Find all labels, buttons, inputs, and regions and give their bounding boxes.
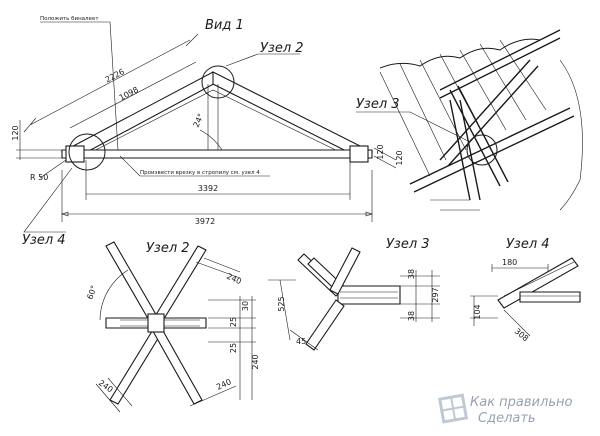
node2-dim-right-ext xyxy=(208,299,256,343)
watermark-logo xyxy=(438,393,469,424)
node2-dim-4: 25 xyxy=(229,317,238,327)
note-mid-leader xyxy=(119,155,270,177)
node4-dim-left xyxy=(470,295,498,326)
node4-detail: Узел 4 180 104 308 xyxy=(470,237,581,344)
rafter-inner-line xyxy=(79,89,357,161)
node2-callout: Узел 2 xyxy=(260,41,304,56)
node3-beam-h xyxy=(337,285,401,305)
node4-rafter-inner xyxy=(503,261,575,297)
node2-angle-arc xyxy=(99,269,129,321)
dim-span: 3392 xyxy=(198,184,218,193)
right-support xyxy=(349,145,369,163)
persp-brace xyxy=(439,59,539,167)
node2-title: Узел 2 xyxy=(146,241,190,256)
node4-rafter xyxy=(497,257,579,309)
persp-base xyxy=(430,199,480,211)
radius-leader xyxy=(39,159,67,179)
perspective-view: Узел 3 xyxy=(356,29,583,211)
node2-dim-6: 240 xyxy=(251,354,260,369)
note-top: Положить биналеет xyxy=(40,16,99,22)
bottom-chord xyxy=(61,149,373,159)
dim-right-b: 120 xyxy=(395,150,404,165)
note-top-leader xyxy=(40,21,119,151)
node3-dim-right-ext xyxy=(400,275,440,319)
node4-dim-top xyxy=(491,264,549,272)
dim-rafter: 2226 xyxy=(104,67,126,85)
node2-dim-5: 25 xyxy=(229,343,238,353)
node2-dim-top xyxy=(195,257,241,279)
node3-dim-2: 45 xyxy=(296,337,306,346)
note-mid: Произвести врезку в стропилу см. узел 4 xyxy=(140,170,260,176)
node2-detail: Узел 2 240 60° 30 25 25 240 240 240 xyxy=(85,241,260,413)
roof-sheet-ribs xyxy=(379,39,547,177)
dim-height-line xyxy=(16,120,62,160)
node4-dim-bottom xyxy=(503,309,531,337)
node4-title: Узел 4 xyxy=(506,237,550,252)
node4-chord xyxy=(519,291,581,303)
node3-title: Узел 3 xyxy=(386,237,430,252)
node2-leader xyxy=(225,53,300,67)
node3-dim-3: 38 xyxy=(407,269,416,279)
node2-arm-se xyxy=(149,321,203,405)
node2-dim-bl xyxy=(95,377,133,413)
node4-dim-2: 104 xyxy=(473,304,482,319)
persp-post-1 xyxy=(449,99,481,201)
watermark: Как правильно Сделать xyxy=(438,393,572,426)
node3-callout: Узел 3 xyxy=(356,97,400,112)
node2-dim-right-lines xyxy=(239,296,253,400)
node2-dim-2: 60° xyxy=(85,284,98,300)
dim-rafter-inner-line xyxy=(69,61,197,129)
persp-rafter-top xyxy=(439,29,561,99)
node4-circle xyxy=(68,133,106,171)
node3-circle xyxy=(466,134,498,166)
node4-callout: Узел 4 xyxy=(22,233,66,248)
node2-arm-ne xyxy=(153,245,207,323)
truss-view: 3972 3392 2226 1098 120 R 50 24° 120 120… xyxy=(11,16,404,248)
node3-leader xyxy=(356,111,471,143)
node3-dim-4: 297 xyxy=(431,287,440,302)
node2-dim-1: 240 xyxy=(225,272,243,287)
node3-beam-top xyxy=(329,247,361,295)
node3-beam-lower xyxy=(305,299,345,351)
node2-dim-br xyxy=(189,385,237,407)
watermark-line2: Сделать xyxy=(478,411,536,426)
node2-arm-sw xyxy=(109,327,163,405)
persp-outline-right xyxy=(559,59,583,211)
node3-dim-left xyxy=(268,279,296,341)
dim-height: 120 xyxy=(11,125,20,140)
dim-rafter-inner: 1098 xyxy=(118,85,140,103)
node2-hub xyxy=(147,313,165,333)
dim-span-ext xyxy=(85,160,351,200)
node3-inner xyxy=(340,291,398,299)
node4-dim-3: 308 xyxy=(513,327,530,344)
view-title: Вид 1 xyxy=(205,18,244,33)
dim-angle: 24° xyxy=(192,112,206,129)
persp-diag xyxy=(449,85,509,187)
dim-total: 3972 xyxy=(195,217,215,226)
node2-dim-3: 30 xyxy=(241,301,250,311)
node2-dim-8: 240 xyxy=(215,377,233,392)
right-rafter xyxy=(212,71,373,161)
dim-right-ext xyxy=(373,147,397,169)
node2-circle xyxy=(201,65,235,99)
node2-dim-7: 240 xyxy=(97,378,115,394)
dim-right-a: 120 xyxy=(376,144,385,159)
dim-total-arrows xyxy=(61,211,373,217)
node4-leader xyxy=(23,167,73,233)
node3-dim-bottom xyxy=(289,329,319,351)
king-post xyxy=(207,84,219,150)
roof-sheet-edge xyxy=(379,38,541,69)
dim-total-line xyxy=(61,170,373,222)
node3-dim-1: 525 xyxy=(277,296,286,311)
node4-dim-1: 180 xyxy=(502,258,517,267)
angle-arc xyxy=(199,129,223,151)
dim-radius: R 50 xyxy=(30,173,48,182)
node3-dim-right-lines xyxy=(415,270,433,322)
watermark-line1: Как правильно xyxy=(470,395,572,410)
node3-dim-5: 38 xyxy=(407,311,416,321)
node3-detail: Узел 3 525 45 38 297 38 xyxy=(268,237,440,351)
dim-rafter-line xyxy=(23,33,199,133)
